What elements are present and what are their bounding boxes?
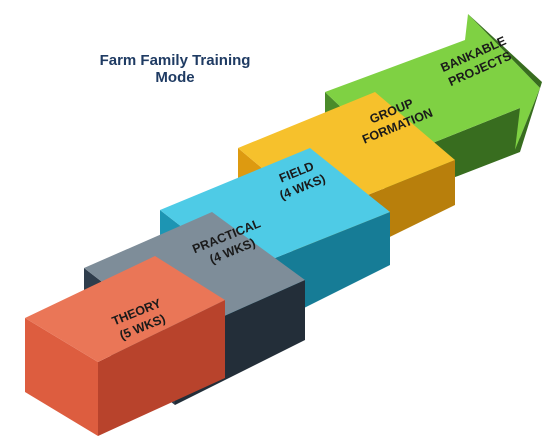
title-line-1: Farm Family Training <box>99 52 251 69</box>
step-theory <box>25 256 225 436</box>
step-theory-front <box>25 318 98 436</box>
title-line-2: Mode <box>155 69 195 86</box>
step-theory-top <box>25 256 225 362</box>
diagram-title: Farm Family Training Mode <box>70 52 280 86</box>
step-theory-side <box>98 300 225 436</box>
